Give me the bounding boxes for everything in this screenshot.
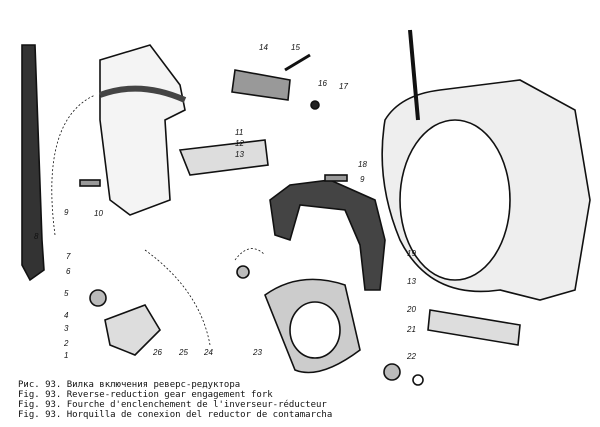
bracket <box>104 304 162 356</box>
part-label: 17 <box>339 82 348 91</box>
figure-caption: Рис. 93. Вилка включения реверс-редуктор… <box>18 380 332 420</box>
part-label: 5 <box>64 289 69 298</box>
part-label: 2 <box>63 339 69 348</box>
part-labels: 14 15 16 17 11 12 13 18 9 10 9 8 7 6 5 4… <box>34 43 416 361</box>
part-label: 20 <box>406 305 416 314</box>
shaft <box>178 139 269 176</box>
lever-rod <box>21 44 45 282</box>
caption-ru: Рис. 93. Вилка включения реверс-редуктор… <box>18 380 241 390</box>
part-label: 10 <box>94 209 103 218</box>
part-label: 6 <box>66 267 71 276</box>
part-label: 7 <box>66 252 71 261</box>
part-label: 26 <box>152 348 162 357</box>
part-label: 23 <box>252 348 262 357</box>
part-label: 25 <box>178 348 188 357</box>
caption-fr: Fig. 93. Fourche d'enclenchement de l'in… <box>18 400 327 410</box>
part-label: 18 <box>358 160 367 169</box>
gate-cover <box>99 44 186 216</box>
part-label: 14 <box>259 43 268 52</box>
part-label: 22 <box>406 352 416 361</box>
part-label: 24 <box>203 348 213 357</box>
sleeve <box>231 69 291 101</box>
part-label: 1 <box>64 351 68 360</box>
part-label: 3 <box>64 324 69 333</box>
caption-es: Fig. 93. Horquilla de conexion del reduc… <box>18 410 333 420</box>
part-label: 4 <box>64 311 69 320</box>
part-label: 16 <box>318 79 327 88</box>
part-label: 9 <box>64 208 69 217</box>
part-label: 19 <box>407 249 416 258</box>
part-label: 8 <box>34 232 39 241</box>
part-label: 9 <box>360 175 365 184</box>
part-label: 13 <box>407 277 416 286</box>
engagement-fork <box>269 179 386 291</box>
part-label: 12 <box>235 139 244 148</box>
part-label: 13 <box>235 150 244 159</box>
caption-en: Fig. 93. Reverse-reduction gear engageme… <box>18 390 273 400</box>
part-label: 15 <box>291 43 300 52</box>
part-label: 11 <box>235 128 243 137</box>
output-shaft <box>427 309 521 346</box>
part-label: 21 <box>406 325 416 334</box>
